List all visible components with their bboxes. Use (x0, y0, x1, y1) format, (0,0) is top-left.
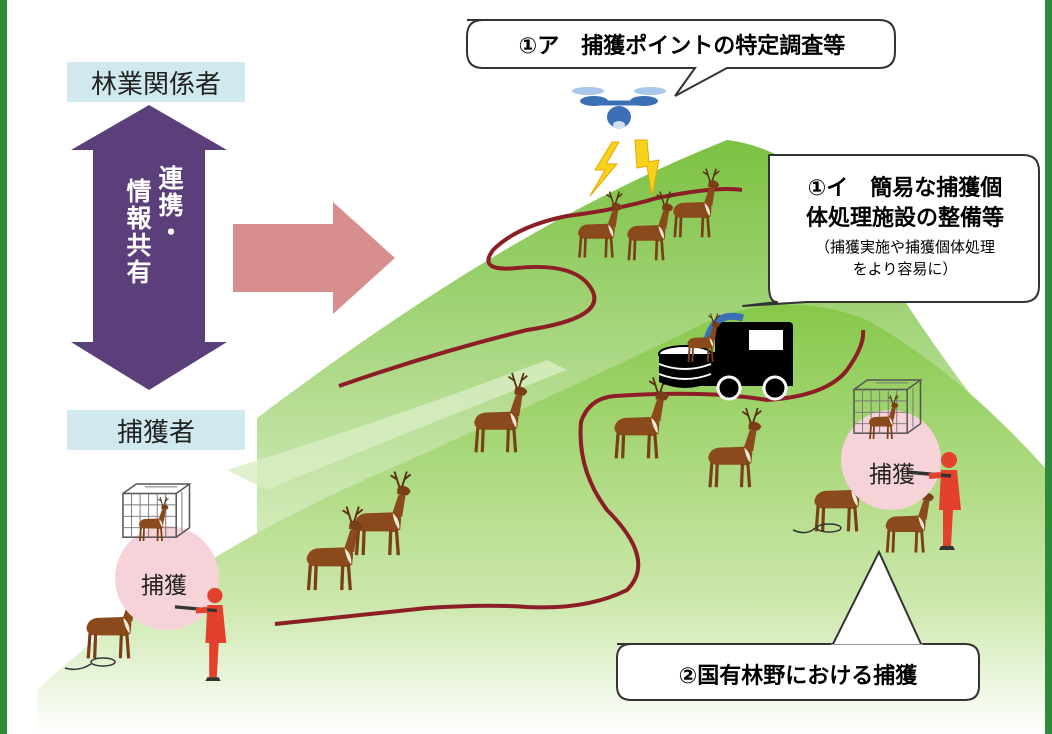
cooperation-text: 連携・ (155, 165, 184, 246)
callout-survey-bubble (466, 19, 896, 97)
container-icon (658, 345, 712, 388)
callout-national-forest-text: ②国有林野における捕獲 (678, 664, 918, 689)
back-road (338, 187, 743, 388)
callout-national-forest-bubble (616, 549, 980, 701)
drone-icon (572, 87, 666, 129)
callout-facility-note-line2: をより容易に） (852, 260, 958, 278)
snare-icon (792, 523, 842, 534)
transfer-arrow (703, 312, 744, 342)
hunters-label: 捕獲者 (67, 410, 245, 450)
callout-facility-note-line1: （捕獲実施や捕獲個体処理 (814, 238, 995, 256)
capture-circle-left (115, 526, 219, 630)
snare-icon (64, 657, 116, 671)
hill-rim (227, 360, 567, 490)
callout-facility-line2: 体処理施設の整備等 (805, 206, 1004, 231)
double-arrow (71, 105, 227, 390)
info-sharing-text: 情報共有 (123, 178, 152, 286)
lightning-icon (589, 139, 660, 197)
truck-icon (697, 322, 793, 401)
landscape-scene (37, 19, 1045, 734)
callout-facility-line1: ①イ 簡易な捕獲個 (807, 176, 1003, 201)
capture-label-left: 捕獲 (141, 573, 187, 599)
callout-survey-text: ①ア 捕獲ポイントの特定調査等 (518, 34, 846, 59)
front-road (274, 329, 866, 626)
block-arrow (233, 202, 395, 314)
capture-label-right: 捕獲 (869, 462, 915, 488)
callout-facility-bubble (742, 154, 1040, 307)
capture-circle-right (841, 410, 941, 510)
forestry-stakeholders-label: 林業関係者 (67, 62, 245, 102)
front-hill (37, 304, 1045, 734)
